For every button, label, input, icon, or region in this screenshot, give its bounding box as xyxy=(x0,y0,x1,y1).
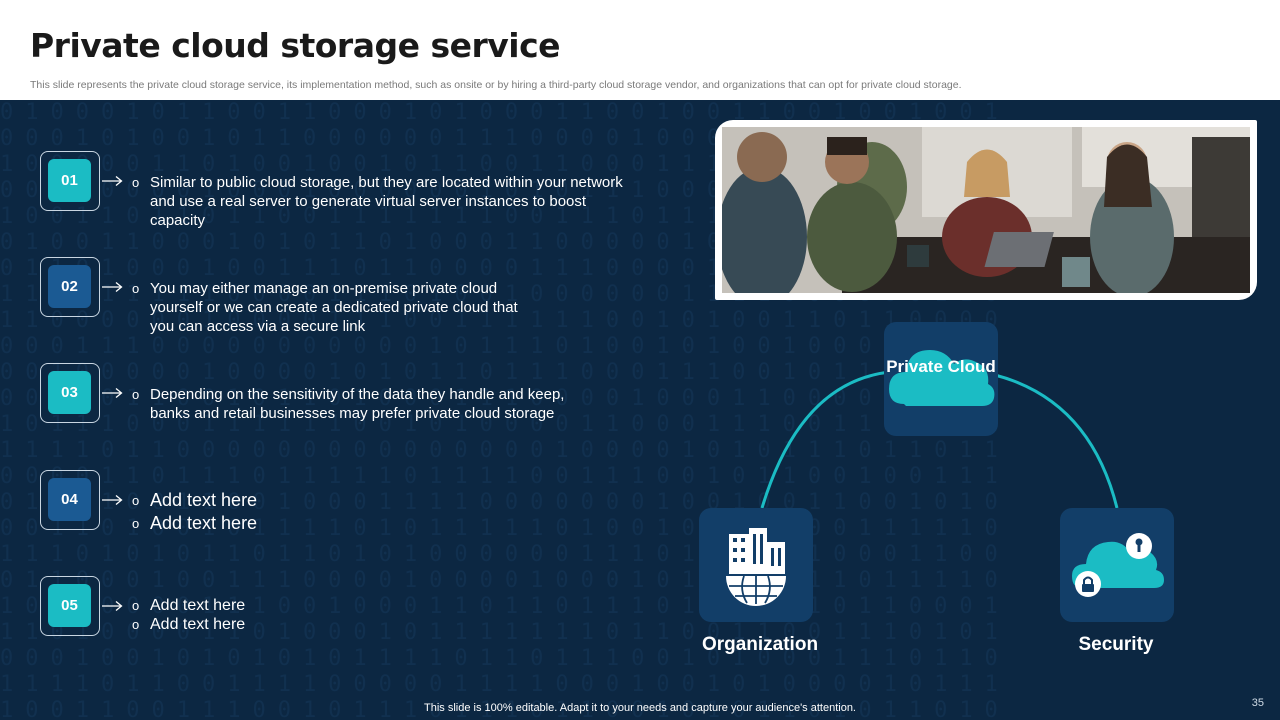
number-badge: 02 xyxy=(48,265,91,308)
number-badge: 01 xyxy=(48,159,91,202)
organization-tile xyxy=(699,508,813,622)
content-panel: 0100010110011000101000110010011001001001… xyxy=(0,100,1280,720)
badge-frame: 05 xyxy=(40,576,100,636)
organization-label: Organization xyxy=(701,634,819,655)
arrow-right-icon xyxy=(102,387,123,399)
number-badge: 05 xyxy=(48,584,91,627)
page-number: 35 xyxy=(1251,697,1264,709)
badge-frame: 02 xyxy=(40,257,100,317)
number-badge: 03 xyxy=(48,371,91,414)
arrow-right-icon xyxy=(102,281,123,293)
footer-note: This slide is 100% editable. Adapt it to… xyxy=(424,702,856,714)
private-cloud-label: Private Cloud xyxy=(886,357,996,376)
badge-frame: 04 xyxy=(40,470,100,530)
badge-frame: 03 xyxy=(40,363,100,423)
arrow-right-icon xyxy=(102,494,123,506)
arrow-right-icon xyxy=(102,600,123,612)
cloud-lock-icon xyxy=(1072,533,1164,597)
photo-frame xyxy=(715,120,1257,300)
page-title: Private cloud storage service xyxy=(30,26,561,65)
badge-frame: 01 xyxy=(40,151,100,211)
security-tile xyxy=(1060,508,1174,622)
diagram-arc xyxy=(760,370,1119,509)
building-globe-icon xyxy=(726,528,786,606)
number-badge: 04 xyxy=(48,478,91,521)
private-cloud-tile: Private Cloud xyxy=(884,322,998,436)
slide-header: Private cloud storage service This slide… xyxy=(0,0,1280,100)
team-meeting-photo xyxy=(722,127,1250,293)
meeting-illustration xyxy=(722,127,1250,293)
page-subtitle: This slide represents the private cloud … xyxy=(30,79,962,91)
security-label: Security xyxy=(1078,634,1154,655)
arrow-right-icon xyxy=(102,175,123,187)
cloud-icon xyxy=(889,350,995,406)
